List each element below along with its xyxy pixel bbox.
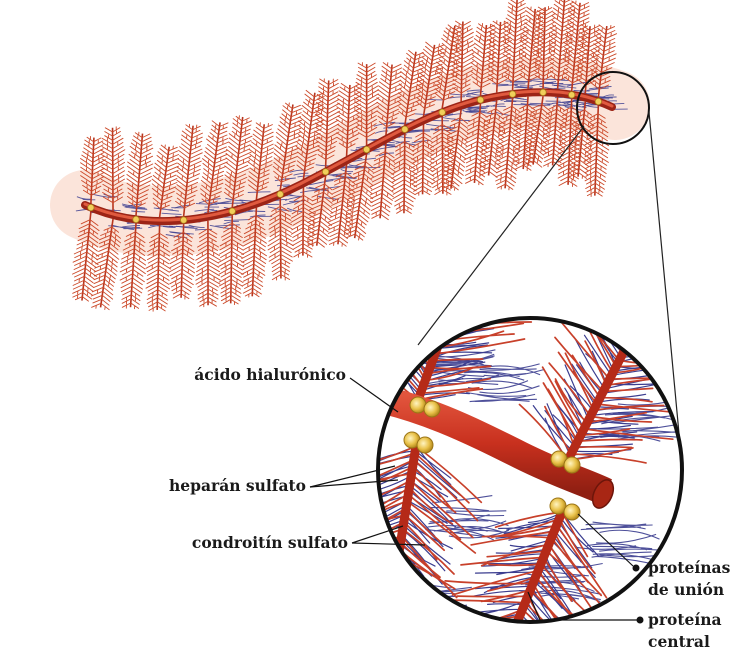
link-protein-node — [277, 191, 283, 197]
label-link-proteins-line1: proteínas — [648, 558, 730, 577]
leader-link-dot — [633, 565, 640, 572]
link-protein-node — [180, 217, 186, 223]
label-core-protein-line2: central — [648, 632, 710, 651]
label-hyaluronic-acid: ácido hialurónico — [160, 365, 346, 384]
link-protein-node — [363, 146, 369, 152]
leader-core-dot — [637, 617, 644, 624]
link-protein-node — [595, 98, 601, 104]
link-protein-node — [569, 92, 575, 98]
label-link-proteins-line2: de unión — [648, 580, 724, 599]
link-protein-node — [540, 89, 546, 95]
aggregate-overview — [73, 0, 628, 311]
label-heparan-sulfate: heparán sulfato — [130, 476, 306, 495]
link-protein-node — [229, 208, 235, 214]
link-protein-node — [88, 204, 94, 210]
link-protein-node — [402, 126, 408, 132]
leader-hyaluronic — [350, 378, 398, 412]
link-protein-node — [477, 97, 483, 103]
chondroitin-frond — [196, 221, 221, 307]
link-protein-node — [439, 109, 445, 115]
link-protein-node — [322, 169, 328, 175]
link-protein-node — [509, 91, 515, 97]
link-protein-node — [133, 216, 139, 222]
label-core-protein-line1: proteína — [648, 610, 722, 629]
label-chondroitin-sulfate: condroitín sulfato — [150, 533, 348, 552]
